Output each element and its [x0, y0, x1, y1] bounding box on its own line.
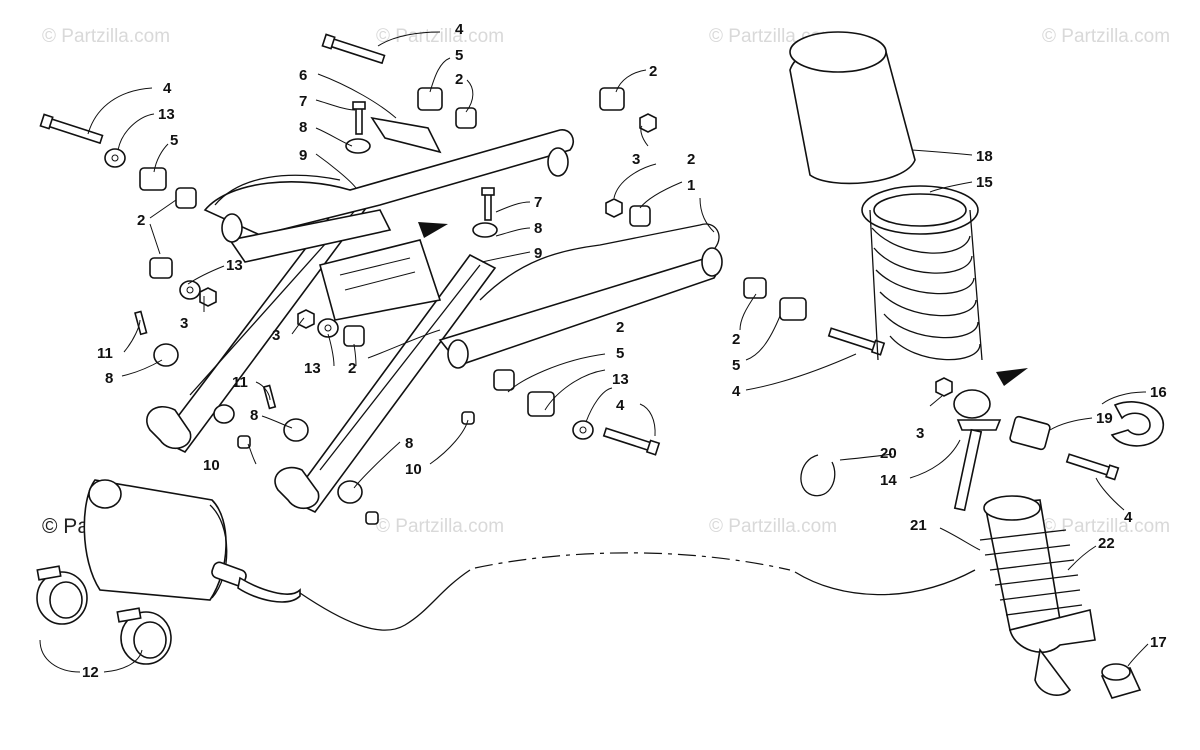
washers [104, 138, 594, 504]
rear-arm-left [146, 129, 575, 454]
callout-label: 1 [687, 177, 695, 194]
watermark: © Partzilla.com [709, 516, 838, 537]
callout-label: 13 [304, 360, 321, 377]
spacer-19 [1009, 415, 1051, 451]
callout-label: 3 [632, 151, 640, 168]
callout-label: 13 [226, 257, 243, 274]
callout-label: 8 [299, 119, 307, 136]
reservoir [83, 479, 301, 603]
callout-label: 16 [1150, 384, 1167, 401]
coil-spring [861, 185, 983, 361]
direction-arrow [996, 368, 1028, 386]
callout-label: 13 [158, 106, 175, 123]
reservoir-hose [299, 569, 471, 631]
nuts [199, 113, 953, 525]
callout-label: 18 [976, 148, 993, 165]
callout-label: 8 [105, 370, 113, 387]
shock-boot [789, 31, 916, 185]
direction-arrow [418, 222, 448, 238]
callout-label: 2 [732, 331, 740, 348]
callout-label: 6 [299, 67, 307, 84]
leader-lines [39, 31, 1149, 673]
snap-ring-20 [800, 454, 836, 497]
callout-label: 5 [455, 47, 463, 64]
callout-label: 11 [97, 345, 113, 362]
callout-label: 4 [1124, 509, 1133, 526]
callout-label: 13 [612, 371, 629, 388]
cross-shaft [221, 147, 723, 369]
callout-label: 2 [616, 319, 624, 336]
reservoir-hose [794, 569, 976, 596]
callout-label: 9 [534, 245, 542, 262]
callout-label: 8 [405, 435, 413, 452]
callout-label: 22 [1098, 535, 1115, 552]
callout-label: 4 [732, 383, 741, 400]
watermark: © Partzilla.com [42, 26, 171, 47]
callout-label: 15 [976, 174, 993, 191]
clip-16 [1110, 401, 1165, 447]
callout-label: 20 [880, 445, 897, 462]
hose-clamps [36, 565, 172, 665]
callout-label: 19 [1096, 410, 1113, 427]
watermark: © Partzilla.com [1042, 516, 1171, 537]
callout-label: 5 [616, 345, 624, 362]
callout-label: 7 [534, 194, 542, 211]
callout-label: 2 [455, 71, 463, 88]
callout-label: 12 [82, 664, 99, 681]
callout-label: 11 [232, 374, 248, 391]
callout-labels: 4 5 2 2 6 7 8 9 4 13 5 2 13 3 3 2 1 7 8 … [82, 21, 1167, 681]
callout-label: 4 [616, 397, 625, 414]
callout-label: 3 [272, 327, 280, 344]
callout-label: 17 [1150, 634, 1167, 651]
callout-label: 2 [137, 212, 145, 229]
callout-label: 2 [649, 63, 657, 80]
callout-label: 4 [163, 80, 172, 97]
reservoir-hose-break [474, 552, 791, 571]
callout-label: 8 [250, 407, 258, 424]
callout-label: 2 [348, 360, 356, 377]
bushing-17 [1100, 663, 1142, 699]
callout-label: 7 [299, 93, 307, 110]
callout-label: 3 [180, 315, 188, 332]
rear-arm-right [274, 223, 720, 514]
bushings [139, 87, 807, 417]
callout-label: 5 [170, 132, 178, 149]
callout-label: 3 [916, 425, 924, 442]
callout-label: 10 [203, 457, 220, 474]
watermark: © Partzilla.com [376, 26, 505, 47]
mount-bracket [370, 116, 442, 154]
callout-label: 14 [880, 472, 897, 489]
callout-label: 2 [687, 151, 695, 168]
callout-label: 21 [910, 517, 927, 534]
shock-absorber [953, 389, 1096, 696]
callout-label: 10 [405, 461, 422, 478]
callout-label: 8 [534, 220, 542, 237]
callout-label: 9 [299, 147, 307, 164]
callout-label: 4 [455, 21, 464, 38]
watermark: © Partzilla.com [1042, 26, 1171, 47]
watermark: © Partzilla.com [376, 516, 505, 537]
callout-label: 5 [732, 357, 740, 374]
